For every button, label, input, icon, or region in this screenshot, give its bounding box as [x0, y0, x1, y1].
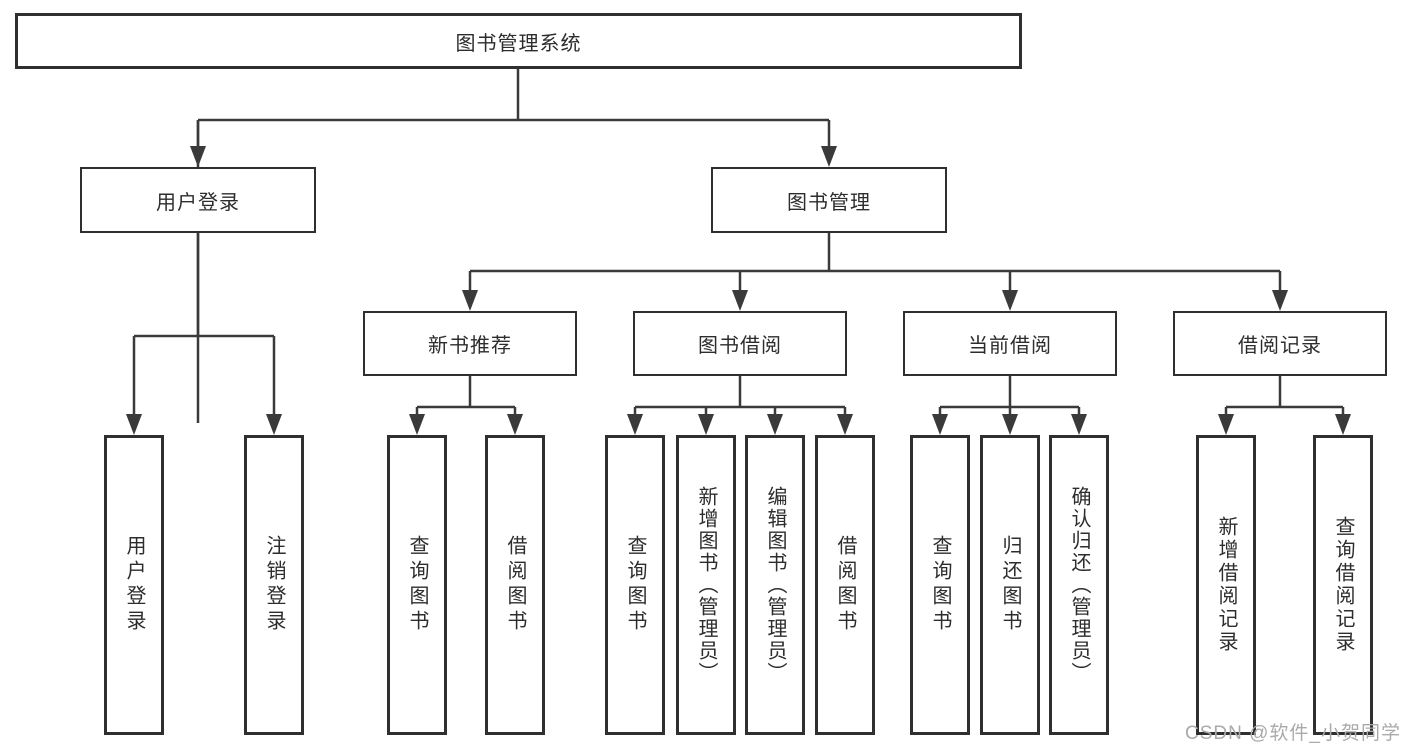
- arrow-icon: [732, 290, 748, 311]
- arrow-icon: [1002, 290, 1018, 311]
- leaf-cb-return-books: 归还图书: [980, 435, 1040, 735]
- leaf-cb-query-books: 查询图书: [910, 435, 970, 735]
- arrow-icon: [1335, 414, 1351, 435]
- arrow-icon: [409, 414, 425, 435]
- bracket-current: [938, 376, 1081, 418]
- bracket-new-book: [415, 376, 517, 418]
- arrow-icon: [767, 414, 783, 435]
- arrow-icon: [932, 414, 948, 435]
- bracket-book-management: [468, 233, 1282, 295]
- leaf-user-login: 用户登录: [104, 435, 164, 735]
- node-root: 图书管理系统: [15, 13, 1022, 69]
- leaf-bb-borrow-books: 借阅图书: [815, 435, 875, 735]
- node-user-login: 用户登录: [80, 167, 316, 233]
- leaf-nb-borrow-books: 借阅图书: [485, 435, 545, 735]
- leaf-bb-query-books: 查询图书: [605, 435, 665, 735]
- node-borrow-records: 借阅记录: [1173, 311, 1387, 376]
- leaf-br-query-record: 查询借阅记录: [1313, 435, 1373, 735]
- arrow-icon: [698, 414, 714, 435]
- arrow-icon: [837, 414, 853, 435]
- arrow-icon: [821, 146, 837, 167]
- arrow-icon: [266, 414, 282, 435]
- bracket-borrow: [633, 376, 847, 418]
- leaf-bb-edit-books-admin: 编辑图书（管理员）: [745, 435, 805, 735]
- arrow-icon: [126, 414, 142, 435]
- node-current-borrow: 当前借阅: [903, 311, 1117, 376]
- leaf-logout: 注销登录: [244, 435, 304, 735]
- bracket-records: [1224, 376, 1345, 418]
- arrow-icon: [1272, 290, 1288, 311]
- leaf-br-add-record: 新增借阅记录: [1196, 435, 1256, 735]
- arrow-icon: [627, 414, 643, 435]
- csdn-watermark: CSDN @软件_小贺同学: [1185, 723, 1401, 744]
- arrow-icon: [1218, 414, 1234, 435]
- node-new-book-recommend: 新书推荐: [363, 311, 577, 376]
- leaf-bb-add-books-admin: 新增图书（管理员）: [676, 435, 736, 735]
- bracket-user-login: [132, 233, 276, 418]
- leaf-nb-query-books: 查询图书: [387, 435, 447, 735]
- arrow-icon: [1071, 414, 1087, 435]
- arrow-icon: [1002, 414, 1018, 435]
- arrow-icon: [462, 290, 478, 311]
- bracket-root: [196, 68, 831, 423]
- leaf-cb-confirm-return-admin: 确认归还（管理员）: [1049, 435, 1109, 735]
- arrow-icon: [507, 414, 523, 435]
- arrow-icon: [190, 146, 206, 167]
- node-book-management: 图书管理: [711, 167, 947, 233]
- node-book-borrow: 图书借阅: [633, 311, 847, 376]
